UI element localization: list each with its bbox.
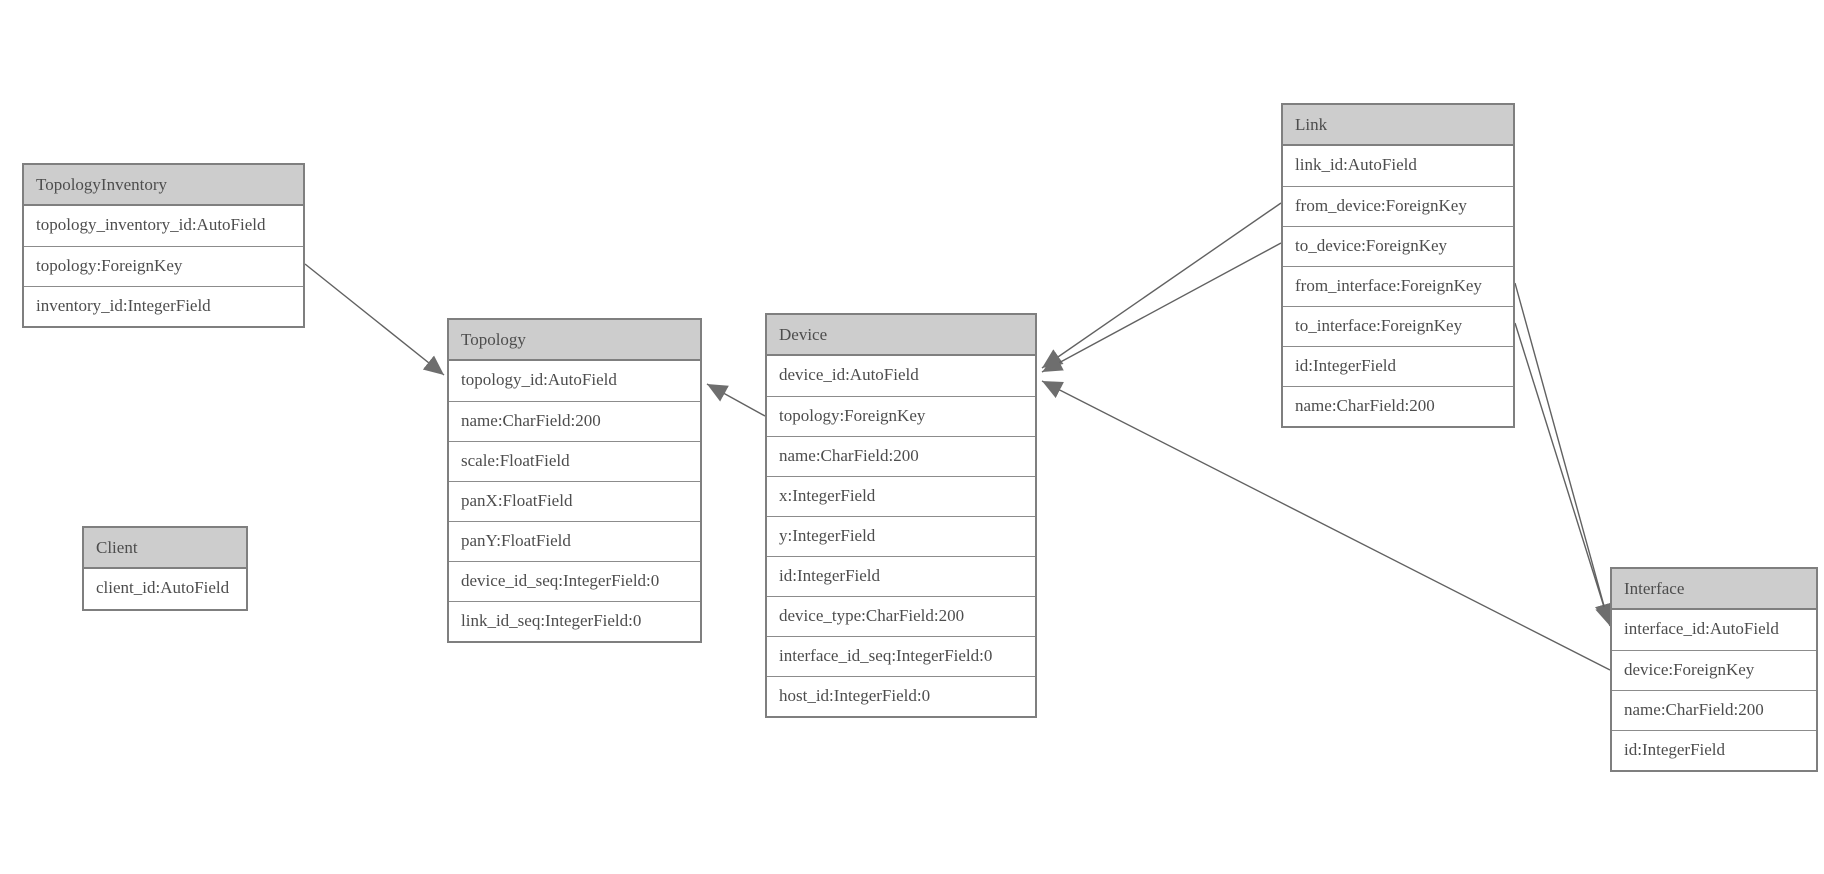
entity-field-row: topology_id:AutoField (449, 361, 700, 401)
entity-field-row: interface_id:AutoField (1612, 610, 1816, 650)
entity-header[interactable]: Client (84, 528, 246, 569)
entity-field-row: x:IntegerField (767, 476, 1035, 516)
entity-header[interactable]: Device (767, 315, 1035, 356)
entity-field-row: topology_inventory_id:AutoField (24, 206, 303, 246)
entity-header[interactable]: Interface (1612, 569, 1816, 610)
entity-field-row: from_device:ForeignKey (1283, 186, 1513, 226)
entity-field-row: scale:FloatField (449, 441, 700, 481)
entity-field-row: device:ForeignKey (1612, 650, 1816, 690)
entity-field-row: to_interface:ForeignKey (1283, 306, 1513, 346)
entity-field-row: device_id:AutoField (767, 356, 1035, 396)
entity-header[interactable]: Topology (449, 320, 700, 361)
entity-field-row: id:IntegerField (1612, 730, 1816, 770)
entity-field-row: link_id_seq:IntegerField:0 (449, 601, 700, 641)
entity-field-row: name:CharField:200 (1283, 386, 1513, 426)
entity-field-row: host_id:IntegerField:0 (767, 676, 1035, 716)
entity-table-client[interactable]: Client client_id:AutoField (82, 526, 248, 611)
relation-link-frominterface-interface (1514, 282, 1613, 625)
relation-link-tointerface-interface (1514, 322, 1613, 627)
entity-field-row: y:IntegerField (767, 516, 1035, 556)
relation-link-fromdevice-device (1041, 202, 1282, 369)
entity-field-row: interface_id_seq:IntegerField:0 (767, 636, 1035, 676)
relation-link-todevice-device (1041, 242, 1282, 373)
entity-field-row: link_id:AutoField (1283, 146, 1513, 186)
entity-field-row: panY:FloatField (449, 521, 700, 561)
entity-header[interactable]: TopologyInventory (24, 165, 303, 206)
entity-field-row: id:IntegerField (767, 556, 1035, 596)
entity-field-row: panX:FloatField (449, 481, 700, 521)
entity-field-row: device_type:CharField:200 (767, 596, 1035, 636)
entity-field-row: name:CharField:200 (1612, 690, 1816, 730)
relation-device-topology (706, 383, 766, 417)
entity-field-row: topology:ForeignKey (24, 246, 303, 286)
entity-field-row: id:IntegerField (1283, 346, 1513, 386)
entity-field-list: client_id:AutoField (84, 569, 246, 609)
entity-field-row: device_id_seq:IntegerField:0 (449, 561, 700, 601)
entity-header[interactable]: Link (1283, 105, 1513, 146)
entity-field-row: name:CharField:200 (449, 401, 700, 441)
entity-table-topologyinventory[interactable]: TopologyInventory topology_inventory_id:… (22, 163, 305, 328)
entity-field-row: to_device:ForeignKey (1283, 226, 1513, 266)
entity-field-row: client_id:AutoField (84, 569, 246, 609)
entity-field-row: topology:ForeignKey (767, 396, 1035, 436)
entity-field-row: name:CharField:200 (767, 436, 1035, 476)
entity-field-row: from_interface:ForeignKey (1283, 266, 1513, 306)
relation-topologyinventory-topology (304, 263, 445, 376)
entity-field-row: inventory_id:IntegerField (24, 286, 303, 326)
